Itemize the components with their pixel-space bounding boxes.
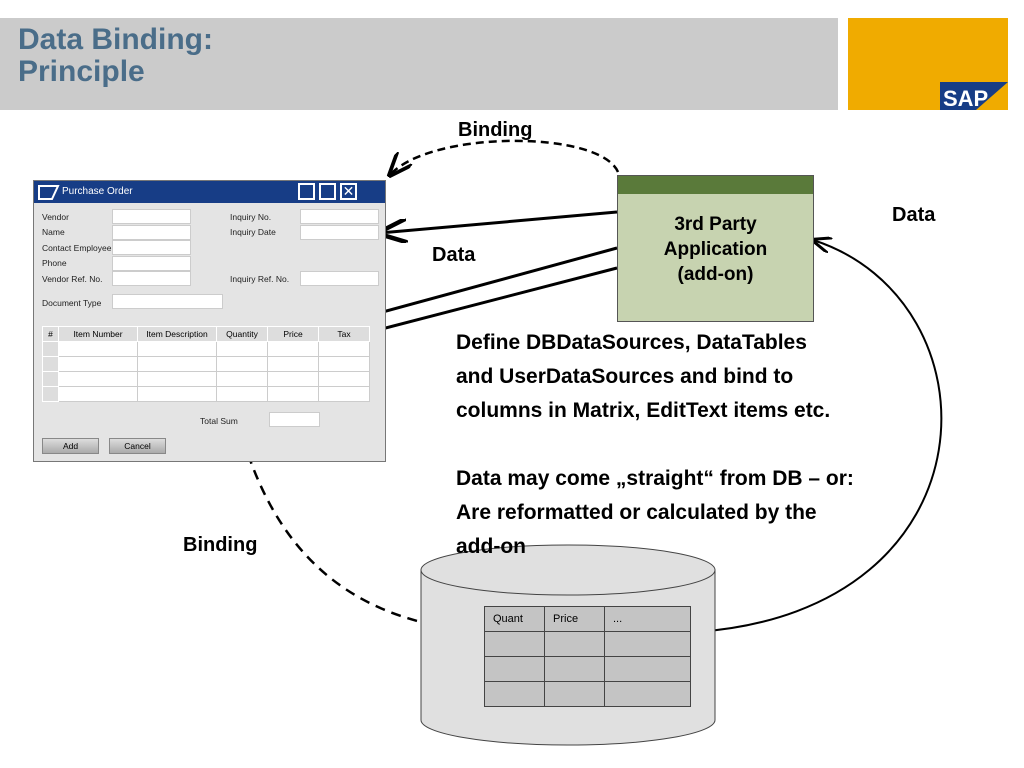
binding-arc-bottom — [225, 358, 485, 634]
db-row — [484, 631, 691, 657]
text-line: Data may come „straight“ from DB – or: — [456, 467, 854, 490]
matrix-row[interactable] — [42, 371, 370, 387]
vendor-ref-label: Vendor Ref. No. — [42, 274, 103, 284]
title-line: Principle — [18, 55, 145, 88]
name-field[interactable] — [112, 225, 191, 240]
purchase-order-window: Purchase Order ✕ Vendor Name Contact Emp… — [33, 180, 386, 462]
total-sum-field[interactable] — [269, 412, 320, 427]
matrix-row[interactable] — [42, 386, 370, 402]
db-header: ... — [604, 606, 691, 632]
vendor-field[interactable] — [112, 209, 191, 224]
svg-text:SAP: SAP — [943, 86, 988, 110]
folder-icon — [38, 185, 60, 200]
doc-type-field[interactable] — [112, 294, 223, 309]
contact-field[interactable] — [112, 240, 191, 255]
app-box-header — [618, 176, 813, 194]
binding-label-bottom: Binding — [183, 534, 258, 556]
inquiry-date-field[interactable] — [300, 225, 379, 240]
inquiry-no-field[interactable] — [300, 209, 379, 224]
text-line: Define DBDataSources, DataTables — [456, 331, 807, 354]
vendor-label: Vendor — [42, 212, 69, 222]
text-line: and UserDataSources and bind to — [456, 365, 794, 388]
page-title: Data Binding:Principle — [18, 24, 213, 88]
sap-logo-icon: SAP — [940, 82, 1008, 111]
col-header: Quantity — [216, 326, 268, 342]
binding-label-top: Binding — [458, 119, 533, 141]
phone-label: Phone — [42, 258, 67, 268]
window-titlebar: Purchase Order ✕ — [34, 181, 385, 203]
inquiry-no-label: Inquiry No. — [230, 212, 272, 222]
data-arc-right — [696, 240, 943, 633]
inquiry-ref-label: Inquiry Ref. No. — [230, 274, 290, 284]
inquiry-date-label: Inquiry Date — [230, 227, 276, 237]
header-bar — [0, 18, 838, 110]
text-line: Are reformatted or calculated by the — [456, 501, 817, 524]
description-text: Define DBDataSources, DataTables and Use… — [456, 326, 976, 564]
col-header: Item Number — [58, 326, 138, 342]
data-arrow-1 — [380, 210, 618, 233]
sap-logo: SAP — [848, 18, 1008, 111]
app-box-label: 3rd Party Application (add-on) — [618, 212, 813, 287]
text-line: add-on — [456, 535, 526, 558]
doc-type-label: Document Type — [42, 298, 102, 308]
total-sum-label: Total Sum — [200, 416, 238, 426]
col-header: Price — [267, 326, 319, 342]
data-label-middle: Data — [432, 244, 476, 266]
app-line: 3rd Party — [674, 214, 757, 235]
window-title: Purchase Order — [62, 186, 133, 197]
text-line: columns in Matrix, EditText items etc. — [456, 399, 831, 422]
close-button[interactable]: ✕ — [340, 183, 357, 200]
minimize-button[interactable] — [298, 183, 315, 200]
maximize-button[interactable] — [319, 183, 336, 200]
add-button[interactable]: Add — [42, 438, 99, 454]
app-line: Application — [663, 239, 768, 260]
matrix-row[interactable] — [42, 341, 370, 357]
binding-arc-top — [390, 139, 620, 175]
db-header: Price — [544, 606, 605, 632]
matrix-row[interactable] — [42, 356, 370, 372]
vendor-ref-field[interactable] — [112, 271, 191, 286]
inquiry-ref-field[interactable] — [300, 271, 379, 286]
col-header: # — [42, 326, 59, 342]
contact-label: Contact Employee — [42, 243, 112, 253]
col-header: Tax — [318, 326, 370, 342]
name-label: Name — [42, 227, 65, 237]
db-header: Quant — [484, 606, 545, 632]
third-party-app-box: 3rd Party Application (add-on) — [617, 175, 814, 322]
db-row — [484, 656, 691, 682]
matrix[interactable]: # Item Number Item Description Quantity … — [42, 326, 370, 402]
db-row — [484, 681, 691, 707]
title-line: Data Binding: — [18, 23, 213, 56]
col-header: Item Description — [137, 326, 217, 342]
data-label-right: Data — [892, 204, 936, 226]
matrix-header: # Item Number Item Description Quantity … — [42, 326, 370, 342]
cancel-button[interactable]: Cancel — [109, 438, 166, 454]
phone-field[interactable] — [112, 256, 191, 271]
app-line: (add-on) — [677, 264, 754, 285]
